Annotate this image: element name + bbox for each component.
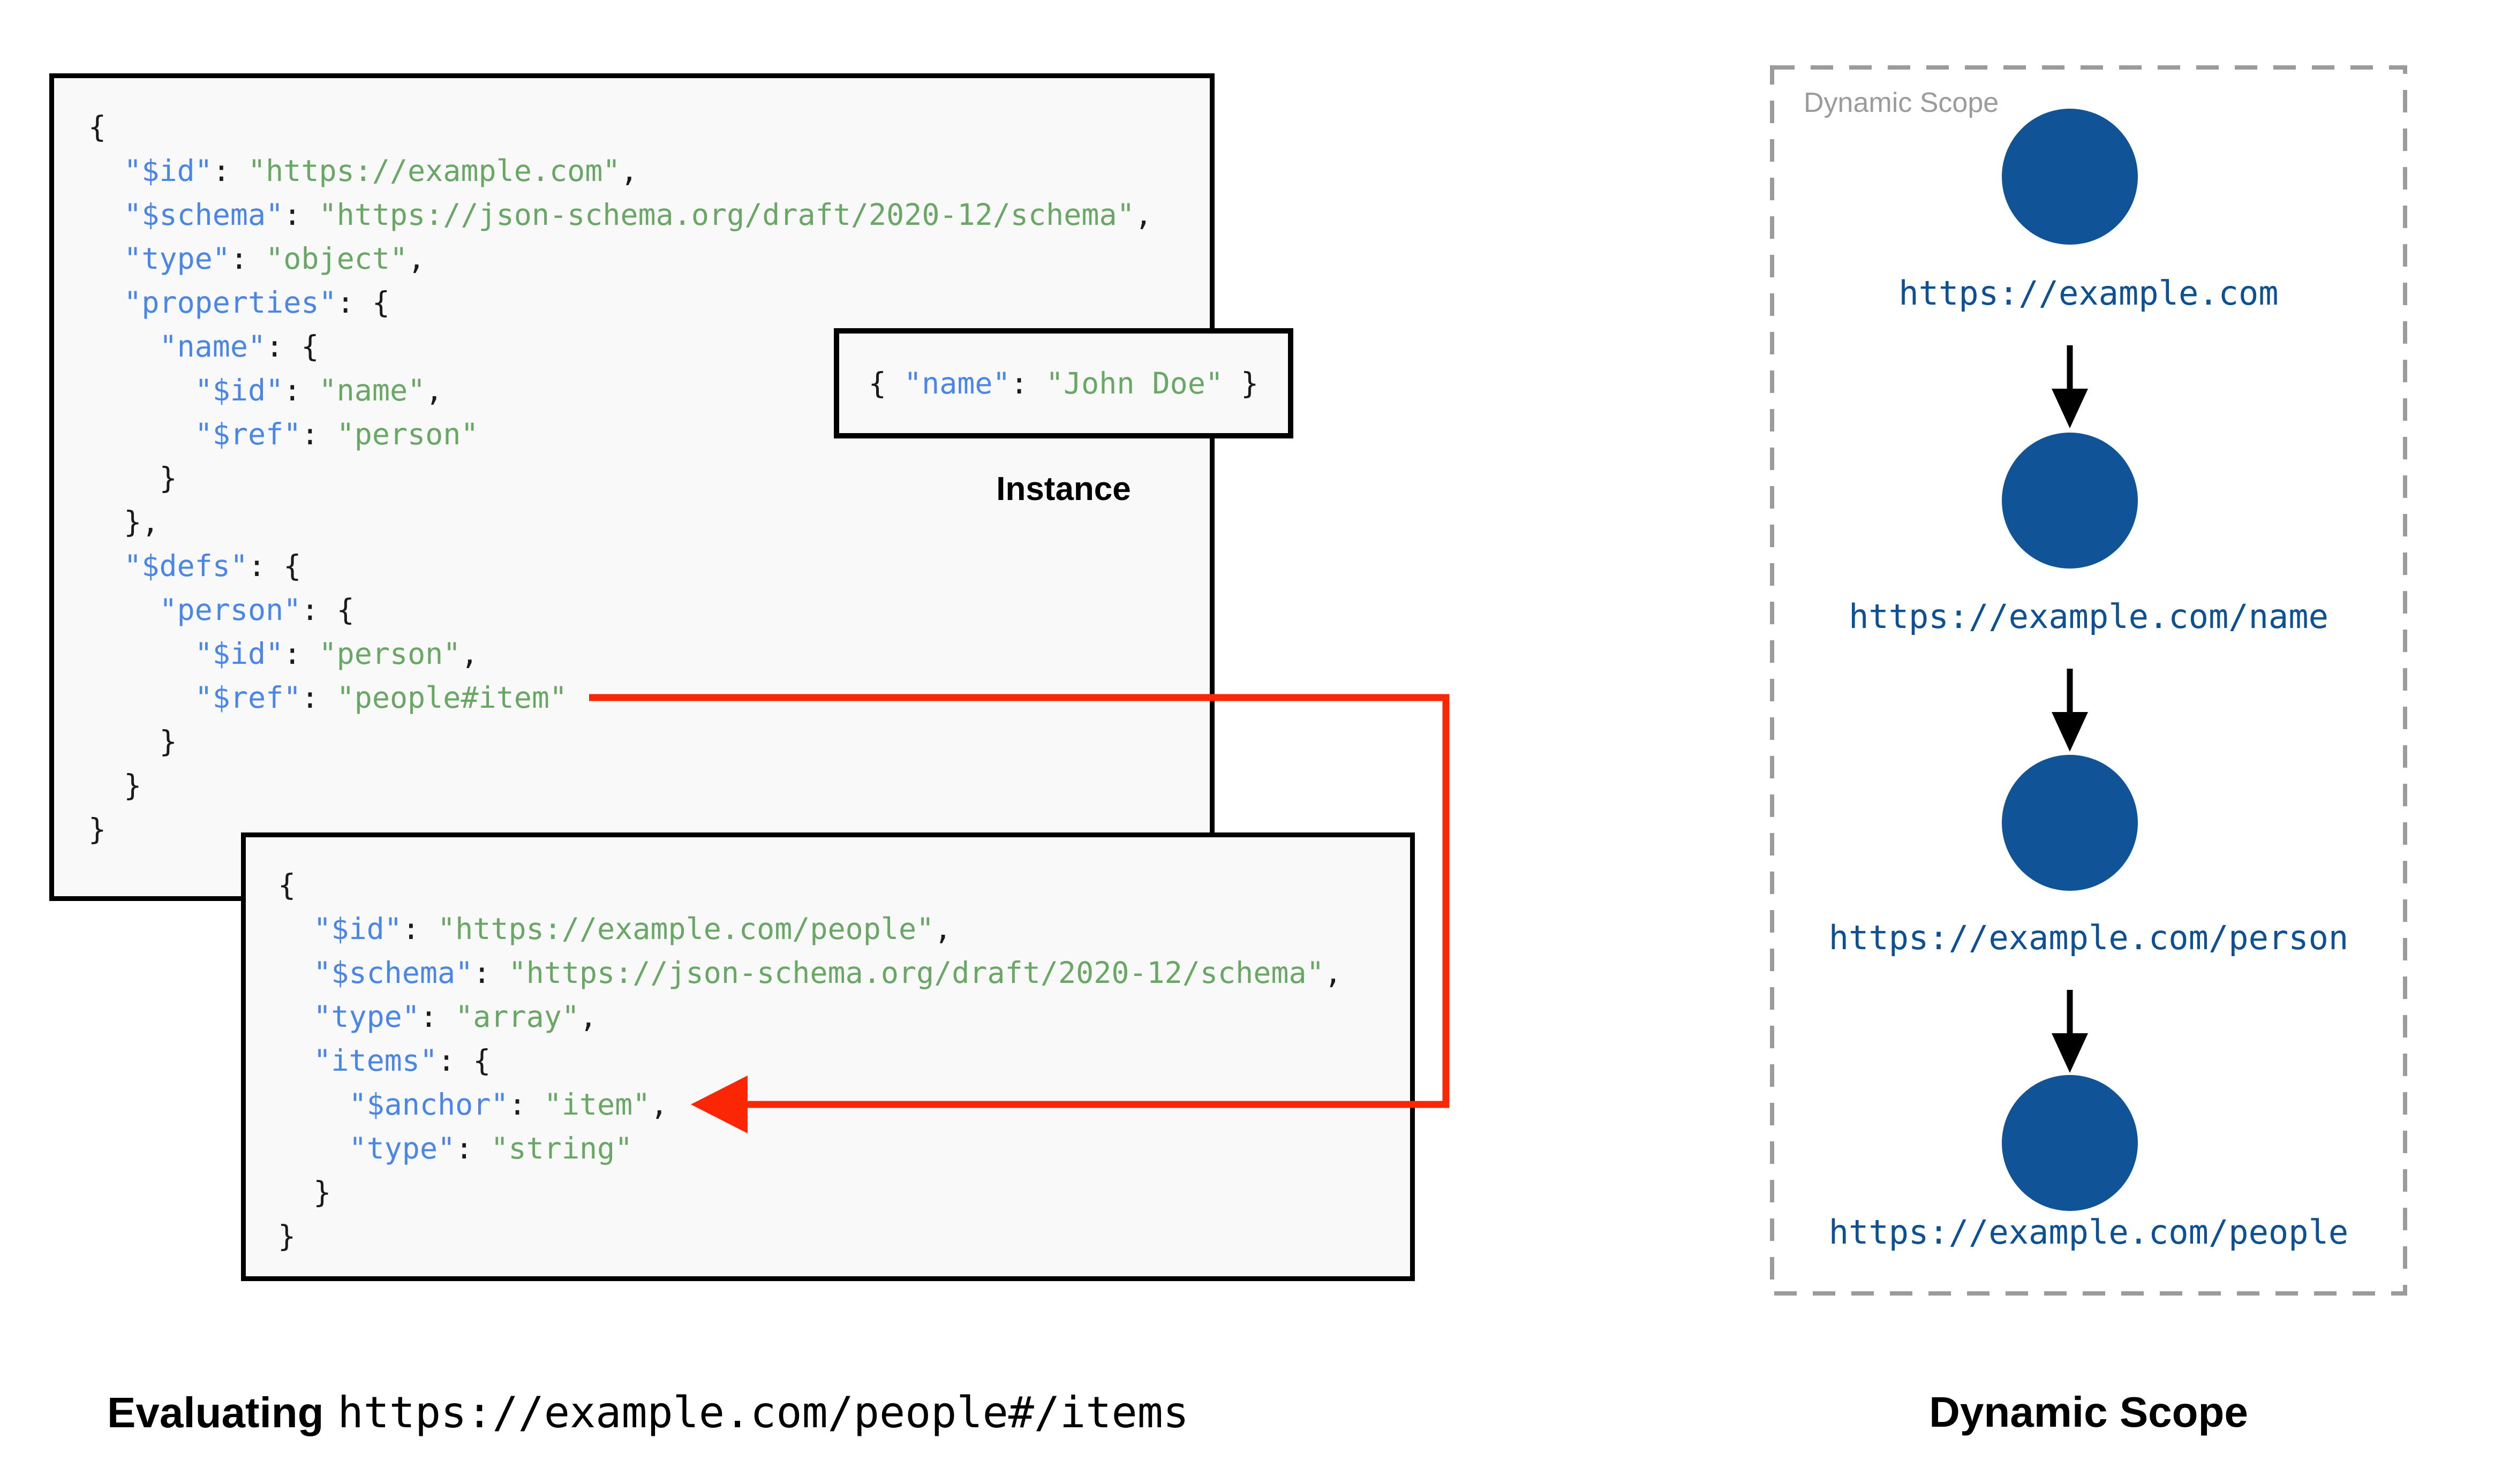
dynamic-scope-caption: Dynamic Scope	[1929, 1388, 2248, 1436]
instance-label: Instance	[996, 471, 1131, 508]
people-schema-box: { "$id": "https://example.com/people", "…	[241, 832, 1415, 1281]
scope-node-1-uri: https://example.com	[1898, 274, 2279, 313]
scope-arrow-2-head-icon	[2052, 712, 2088, 752]
scope-node-2-uri: https://example.com/name	[1849, 597, 2328, 636]
evaluating-caption-uri: https://example.com/people#/items	[337, 1388, 1189, 1437]
scope-node-1-circle	[2002, 109, 2138, 245]
evaluating-caption: Evaluating https://example.com/people#/i…	[107, 1388, 1189, 1437]
evaluating-caption-prefix: Evaluating	[107, 1389, 324, 1436]
scope-node-4-uri: https://example.com/people	[1828, 1213, 2349, 1252]
scope-arrow-3-head-icon	[2052, 1033, 2088, 1073]
people-schema-code: { "$id": "https://example.com/people", "…	[278, 868, 1342, 1253]
root-schema-code: { "$id": "https://example.com", "$schema…	[88, 110, 1152, 846]
instance-box: { "name": "John Doe" }	[834, 328, 1293, 438]
instance-code: { "name": "John Doe" }	[868, 366, 1259, 400]
scope-arrow-1-head-icon	[2052, 389, 2088, 428]
scope-node-2-circle	[2002, 433, 2138, 569]
scope-node-4-circle	[2002, 1075, 2138, 1211]
dynamic-scope-panel-label: Dynamic Scope	[1804, 87, 1999, 118]
scope-node-3-circle	[2002, 755, 2138, 891]
scope-node-3-uri: https://example.com/person	[1828, 918, 2349, 957]
